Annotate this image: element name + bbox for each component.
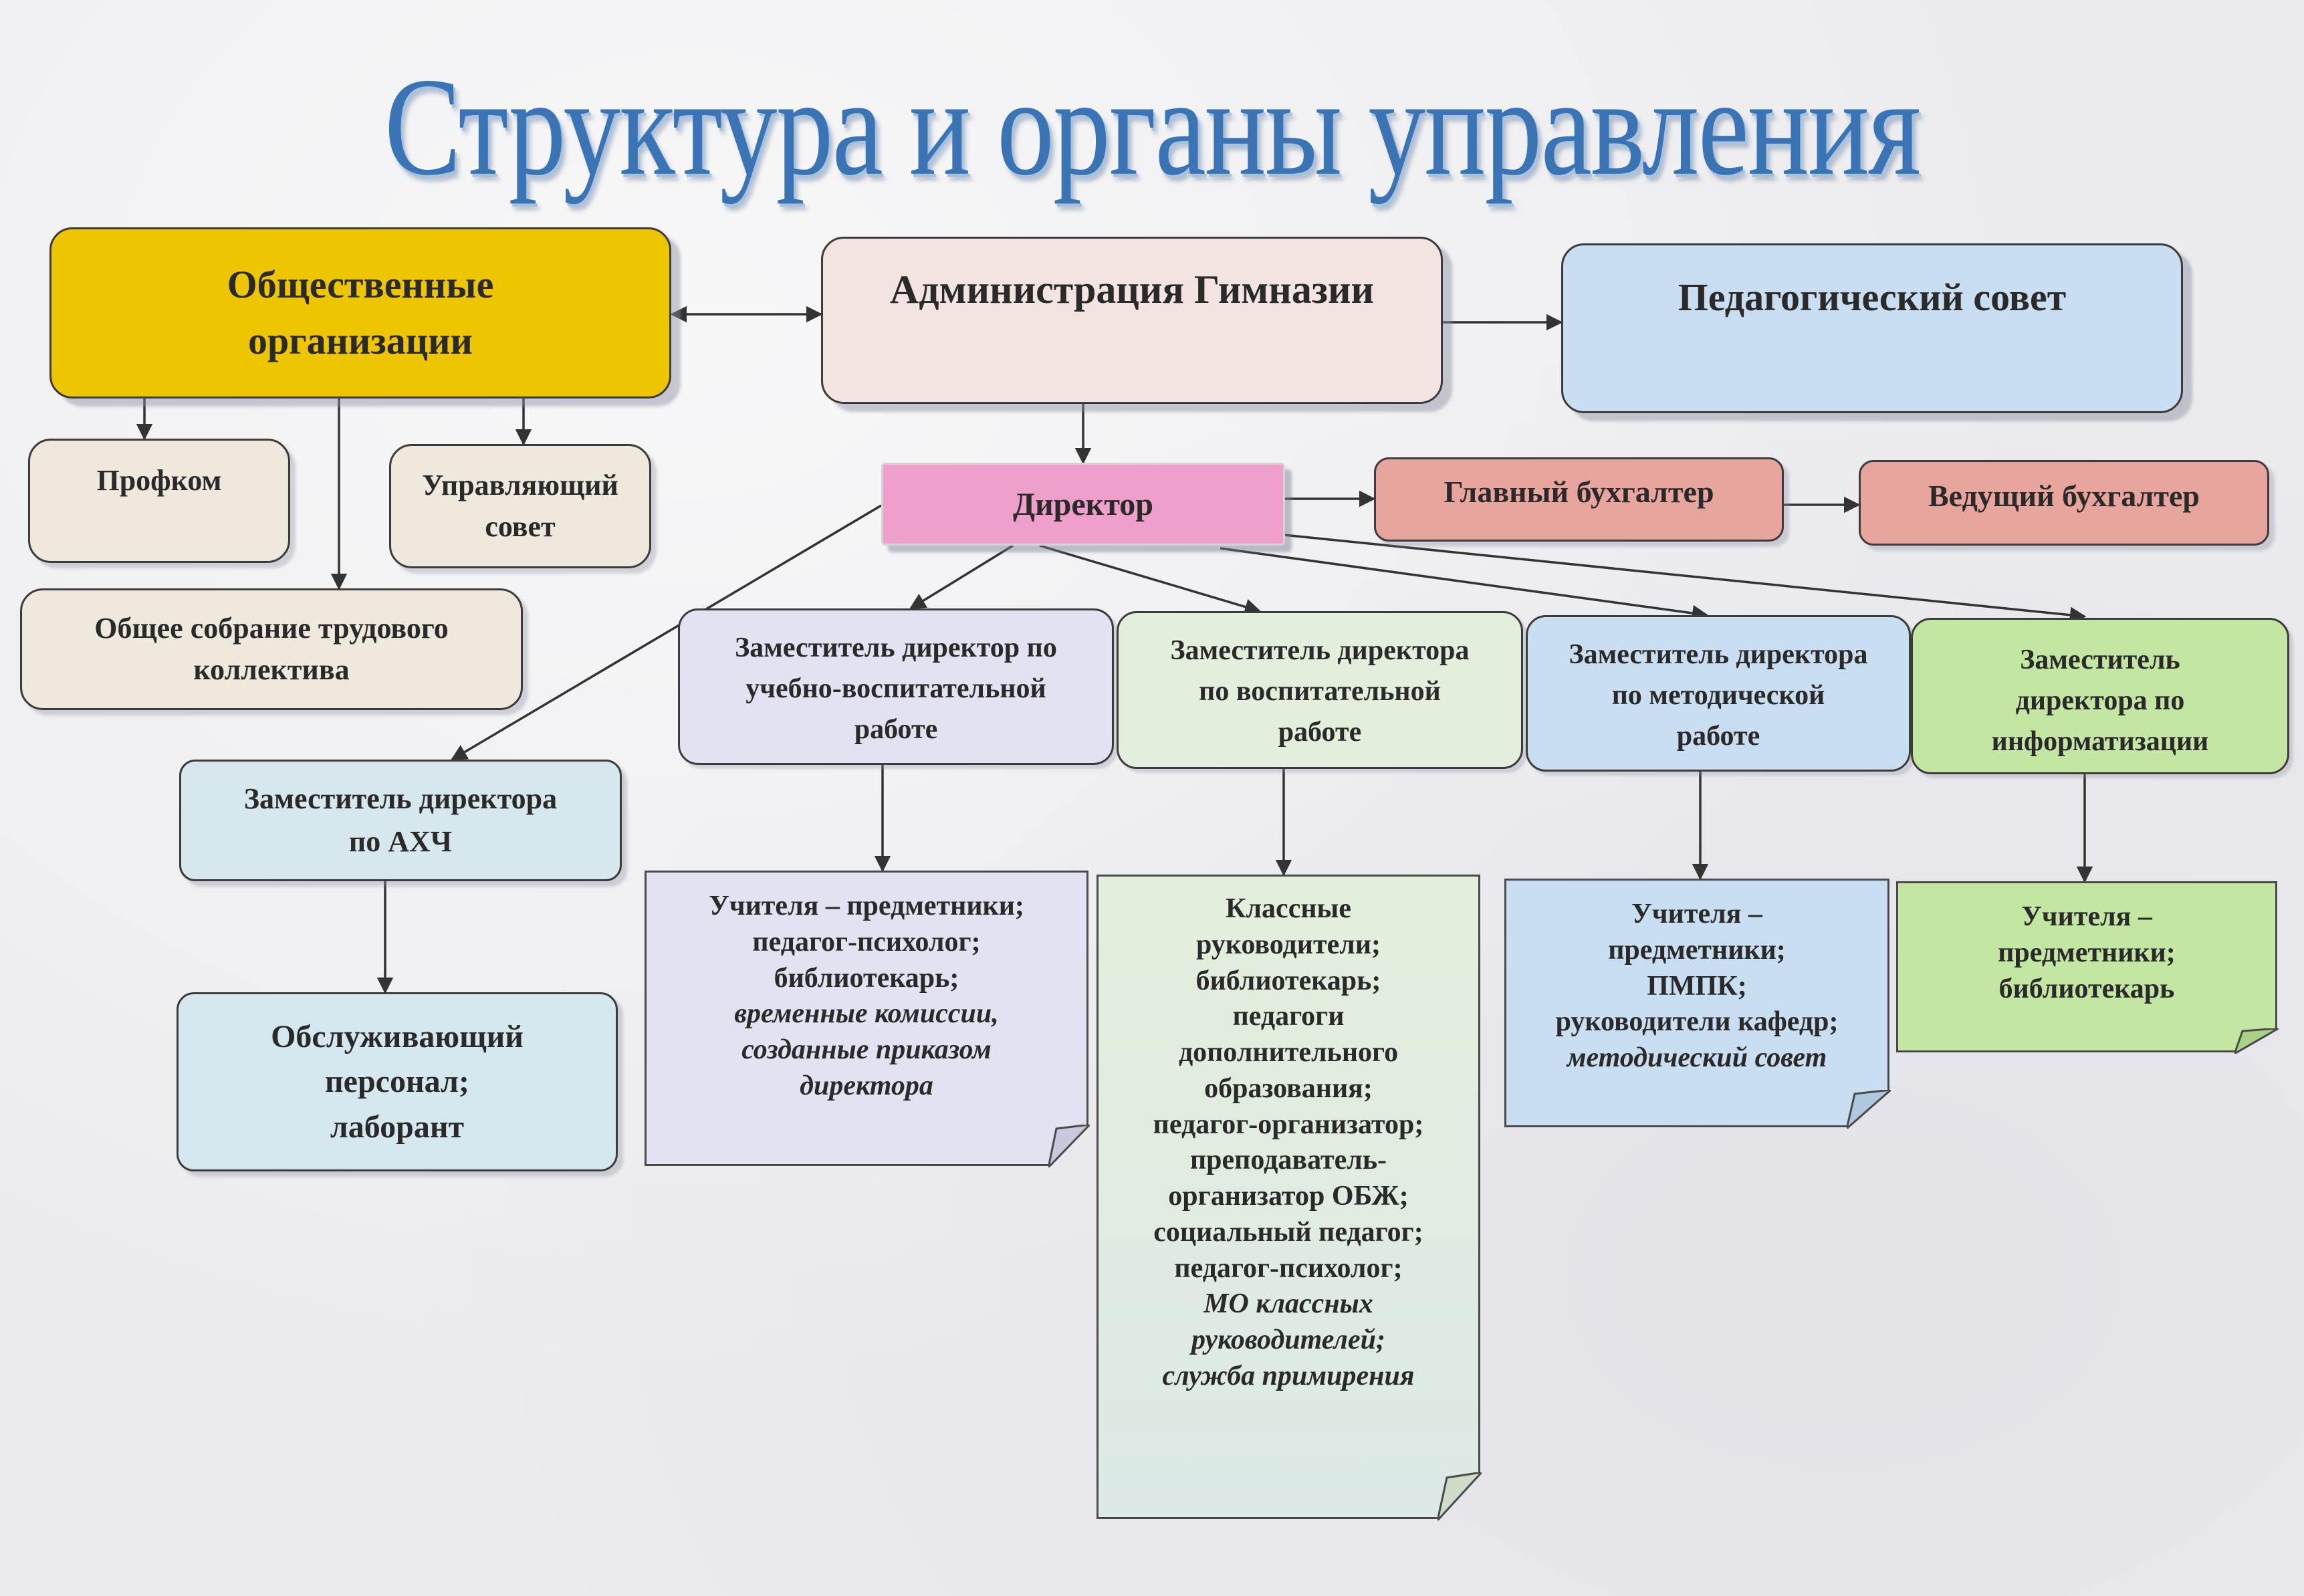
chief-accountant-box: Главный бухгалтер	[1374, 457, 1784, 542]
note-line: Учителя –	[2021, 901, 2152, 932]
admin-box: Администрация Гимназии	[821, 237, 1443, 404]
note-line-italic: МО классных	[1203, 1288, 1373, 1320]
ped-council-label: Педагогический совет	[1678, 275, 2067, 319]
note-line: предметники;	[1608, 934, 1786, 965]
note-line: педагоги	[1232, 1001, 1345, 1032]
deputy-info-label: Заместитель директора по информатизации	[1991, 645, 2209, 757]
note-line: библиотекарь	[1998, 973, 2175, 1004]
note-line: социальный педагог;	[1153, 1216, 1423, 1248]
lead-accountant-box: Ведущий бухгалтер	[1859, 460, 2269, 546]
profkom-box: Профком	[28, 439, 290, 563]
general-meeting-label: Общее собрание трудового коллектива	[94, 612, 449, 686]
note-line: библиотекарь;	[774, 962, 959, 994]
note-line-italic: директора	[800, 1070, 933, 1101]
note-line-italic: созданные приказом	[741, 1034, 992, 1065]
service-staff-box: Обслуживающий персонал; лаборант	[177, 992, 618, 1171]
note-line: Классные	[1226, 893, 1351, 924]
lead-accountant-label: Ведущий бухгалтер	[1928, 479, 2200, 513]
note-line: ПМПК;	[1647, 970, 1747, 1002]
note-line: руководители;	[1195, 929, 1381, 960]
note-vr-fold	[1437, 1472, 1482, 1520]
director-label: Директор	[1013, 486, 1153, 522]
director-box: Директор	[881, 463, 1285, 546]
deputy-mr-box: Заместитель директора по методической ра…	[1526, 615, 1911, 772]
note-line: педагог-психолог;	[752, 926, 981, 957]
managing-council-box: Управляющий совет	[389, 444, 651, 568]
note-line: руководители кафедр;	[1555, 1006, 1839, 1038]
general-meeting-box: Общее собрание трудового коллектива	[20, 588, 523, 710]
chief-accountant-label: Главный бухгалтер	[1444, 475, 1714, 509]
note-vr: Классные руководители; библиотекарь; пед…	[1097, 875, 1480, 1519]
deputy-uvr-box: Заместитель директор по учебно-воспитате…	[678, 608, 1114, 765]
note-mr: Учителя – предметники; ПМПК; руководител…	[1504, 879, 1889, 1127]
note-line: педагог-организатор;	[1153, 1109, 1424, 1140]
note-line-italic: временные комиссии,	[734, 998, 999, 1030]
admin-label: Администрация Гимназии	[889, 267, 1375, 312]
note-line: организатор ОБЖ;	[1168, 1181, 1409, 1212]
managing-council-label: Управляющий совет	[422, 469, 618, 543]
note-line: дополнительного	[1178, 1037, 1399, 1068]
note-line: Учителя –	[1631, 899, 1762, 929]
public-orgs-box: Общественные организации	[49, 227, 671, 398]
note-line-italic: служба примирения	[1162, 1360, 1415, 1391]
note-line: преподаватель-	[1189, 1145, 1387, 1176]
ped-council-box: Педагогический совет	[1561, 243, 2183, 413]
note-mr-fold	[1847, 1090, 1891, 1129]
public-orgs-label: Общественные организации	[227, 262, 494, 362]
note-line: предметники;	[1998, 937, 2176, 968]
service-staff-label: Обслуживающий персонал; лаборант	[271, 1019, 524, 1145]
note-line: образования;	[1204, 1072, 1373, 1104]
note-line-italic: руководителей;	[1191, 1325, 1385, 1355]
deputy-ahch-label: Заместитель директора по АХЧ	[243, 782, 558, 858]
deputy-mr-label: Заместитель директора по методической ра…	[1569, 639, 1868, 752]
note-uvr-fold	[1048, 1125, 1090, 1167]
note-uvr: Учителя – предметники; педагог-психолог;…	[645, 871, 1088, 1166]
note-info-fold	[2234, 1028, 2279, 1054]
deputy-ahch-box: Заместитель директора по АХЧ	[179, 760, 622, 881]
deputy-uvr-label: Заместитель директор по учебно-воспитате…	[735, 633, 1057, 745]
deputy-info-box: Заместитель директора по информатизации	[1911, 618, 2289, 774]
page-title: Структура и органы управления	[384, 49, 1921, 205]
note-line: библиотекарь;	[1195, 965, 1381, 996]
deputy-vr-box: Заместитель директора по воспитательной …	[1117, 611, 1523, 769]
note-line: педагог-психолог;	[1174, 1252, 1403, 1284]
deputy-vr-label: Заместитель директора по воспитательной …	[1170, 635, 1470, 748]
profkom-label: Профком	[96, 464, 222, 497]
note-line-italic: методический совет	[1567, 1042, 1827, 1073]
note-line: Учителя – предметники;	[709, 891, 1024, 921]
note-info: Учителя – предметники; библиотекарь	[1896, 881, 2277, 1052]
